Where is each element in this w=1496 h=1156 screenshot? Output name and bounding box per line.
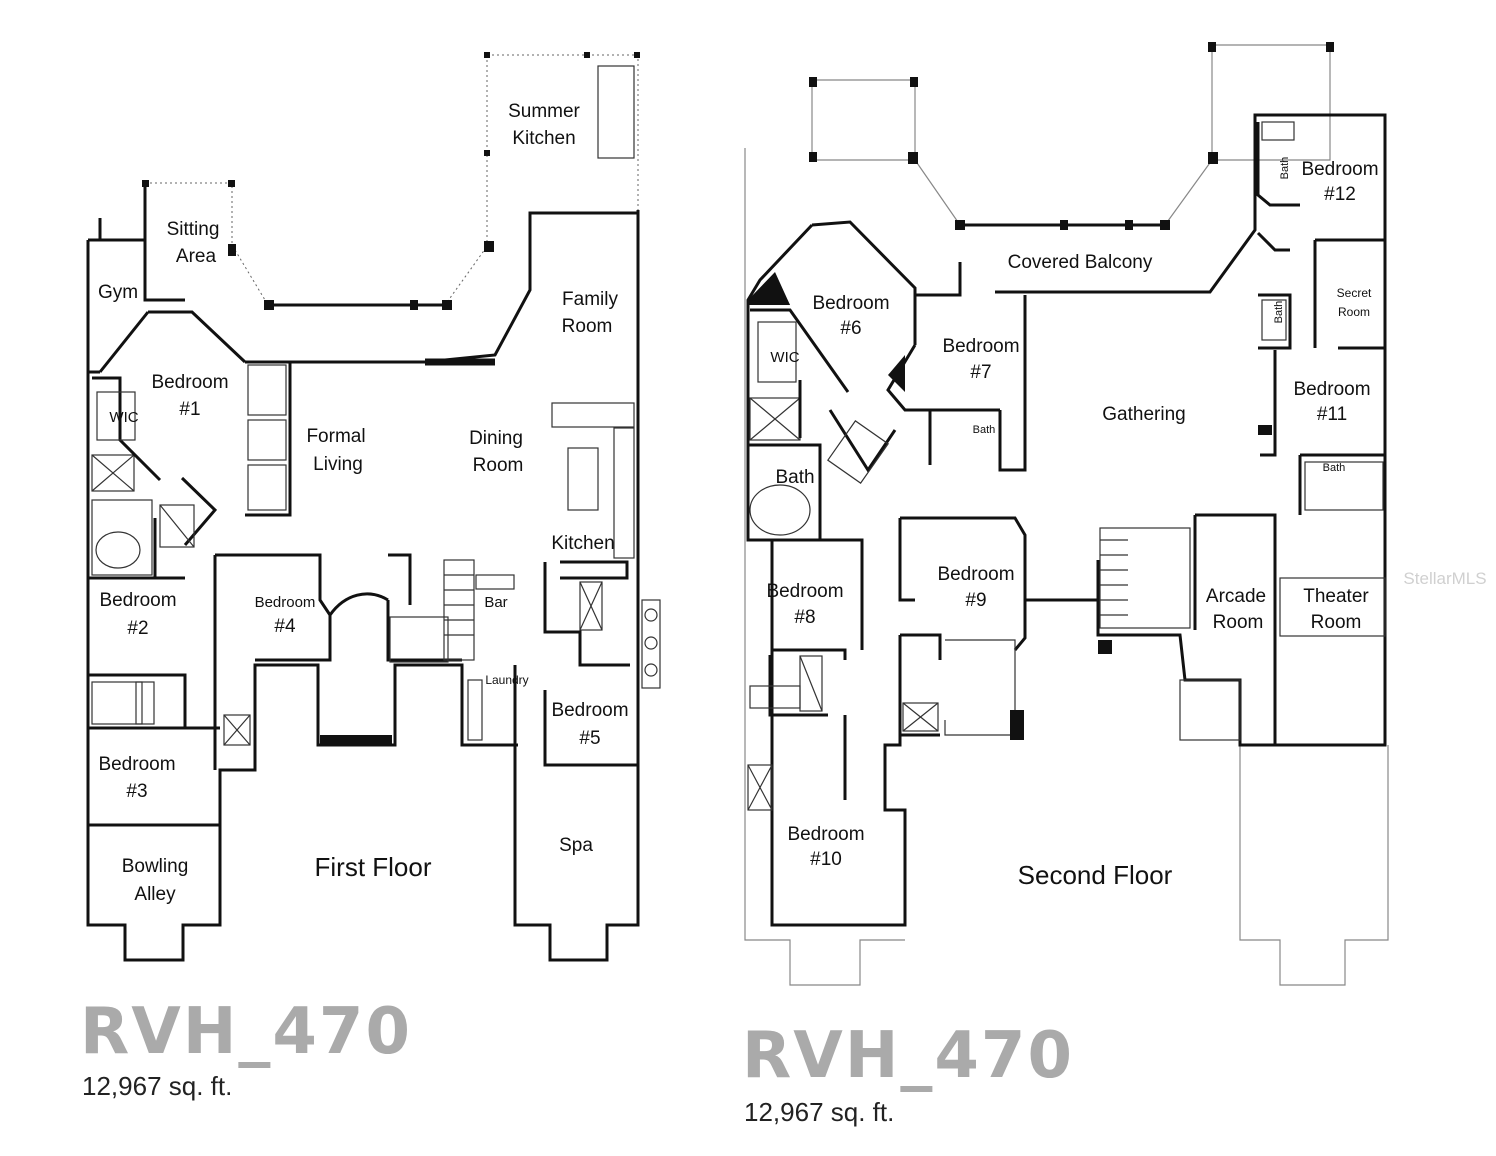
dining-room-label-2: Room bbox=[473, 455, 524, 476]
summer-kitchen-label-2: Kitchen bbox=[512, 128, 575, 149]
first-floor-title: First Floor bbox=[315, 852, 432, 882]
summer-kitchen-label-1: Summer bbox=[508, 101, 580, 122]
bedroom-5-label-2: #5 bbox=[579, 728, 600, 749]
bedroom-12-label-1: Bedroom bbox=[1301, 159, 1378, 180]
theater-room-label-2: Room bbox=[1311, 612, 1362, 633]
first-floor-model-name: RVH_470 bbox=[80, 995, 412, 1069]
first-floor-area: 12,967 sq. ft. bbox=[82, 1071, 233, 1101]
bedroom-9-label-2: #9 bbox=[965, 590, 986, 611]
bath-large-label: Bath bbox=[775, 467, 814, 488]
wic-2-label: WIC bbox=[770, 349, 799, 366]
bedroom-1-label-1: Bedroom bbox=[151, 372, 228, 393]
bowling-alley-label-2: Alley bbox=[134, 884, 176, 905]
secret-room-label-1: Secret bbox=[1337, 286, 1372, 300]
bedroom-7-label-2: #7 bbox=[970, 362, 991, 383]
formal-living-label-1: Formal bbox=[306, 426, 365, 447]
bedroom-12-label-2: #12 bbox=[1324, 184, 1356, 205]
bedroom-2-label-1: Bedroom bbox=[99, 590, 176, 611]
family-room-label-2: Room bbox=[562, 316, 613, 337]
bedroom-4-label-2: #4 bbox=[274, 616, 296, 637]
secret-room-label-2: Room bbox=[1338, 305, 1370, 319]
bedroom-3-label-1: Bedroom bbox=[98, 754, 175, 775]
bedroom-7-label-1: Bedroom bbox=[942, 336, 1019, 357]
gym-label: Gym bbox=[98, 282, 138, 303]
bedroom-11-label-1: Bedroom bbox=[1293, 379, 1370, 400]
bath-b7-label: Bath bbox=[973, 424, 996, 436]
formal-living-label-2: Living bbox=[313, 454, 363, 475]
bedroom-3-label-2: #3 bbox=[126, 781, 147, 802]
bath-secret-label: Bath bbox=[1273, 301, 1285, 324]
sitting-area-label-1: Sitting bbox=[167, 219, 220, 240]
bedroom-6-label-1: Bedroom bbox=[812, 293, 889, 314]
bedroom-4-label-1: Bedroom bbox=[255, 594, 316, 611]
sitting-area-label-2: Area bbox=[176, 246, 217, 267]
bath-b11-label: Bath bbox=[1323, 462, 1346, 474]
covered-balcony-label: Covered Balcony bbox=[1008, 252, 1153, 273]
wic-label: WIC bbox=[109, 409, 138, 426]
kitchen-label: Kitchen bbox=[551, 533, 614, 554]
second-floor-title: Second Floor bbox=[1018, 860, 1173, 890]
bedroom-2-label-2: #2 bbox=[127, 618, 148, 639]
second-floor-plan: Covered Balcony Bedroom #6 Bedroom #7 WI… bbox=[744, 42, 1487, 986]
bedroom-6-label-2: #6 bbox=[840, 318, 861, 339]
watermark: StellarMLS bbox=[1403, 569, 1486, 588]
bedroom-10-label-1: Bedroom bbox=[787, 824, 864, 845]
bedroom-8-label-2: #8 bbox=[794, 607, 815, 628]
theater-room-label-1: Theater bbox=[1303, 586, 1369, 607]
bedroom-9-label-1: Bedroom bbox=[937, 564, 1014, 585]
bedroom-1-label-2: #1 bbox=[179, 399, 200, 420]
bedroom-8-label-1: Bedroom bbox=[766, 581, 843, 602]
gathering-label: Gathering bbox=[1102, 404, 1185, 425]
bowling-alley-label-1: Bowling bbox=[122, 856, 189, 877]
arcade-room-label-2: Room bbox=[1213, 612, 1264, 633]
arcade-room-label-1: Arcade bbox=[1206, 586, 1266, 607]
first-floor-plan: Summer Kitchen Sitting Area Gym Bedroom … bbox=[86, 52, 661, 962]
laundry-label: Laundry bbox=[485, 673, 528, 687]
dining-room-label-1: Dining bbox=[469, 428, 523, 449]
family-room-label-1: Family bbox=[562, 289, 618, 310]
bath-b12-label: Bath bbox=[1279, 157, 1291, 180]
second-floor-model-name: RVH_470 bbox=[742, 1019, 1074, 1093]
spa-label: Spa bbox=[559, 835, 593, 856]
bedroom-11-label-2: #11 bbox=[1317, 404, 1347, 425]
second-floor-area: 12,967 sq. ft. bbox=[744, 1097, 895, 1127]
bar-label: Bar bbox=[484, 594, 507, 611]
bedroom-10-label-2: #10 bbox=[810, 849, 842, 870]
bedroom-5-label-1: Bedroom bbox=[551, 700, 628, 721]
